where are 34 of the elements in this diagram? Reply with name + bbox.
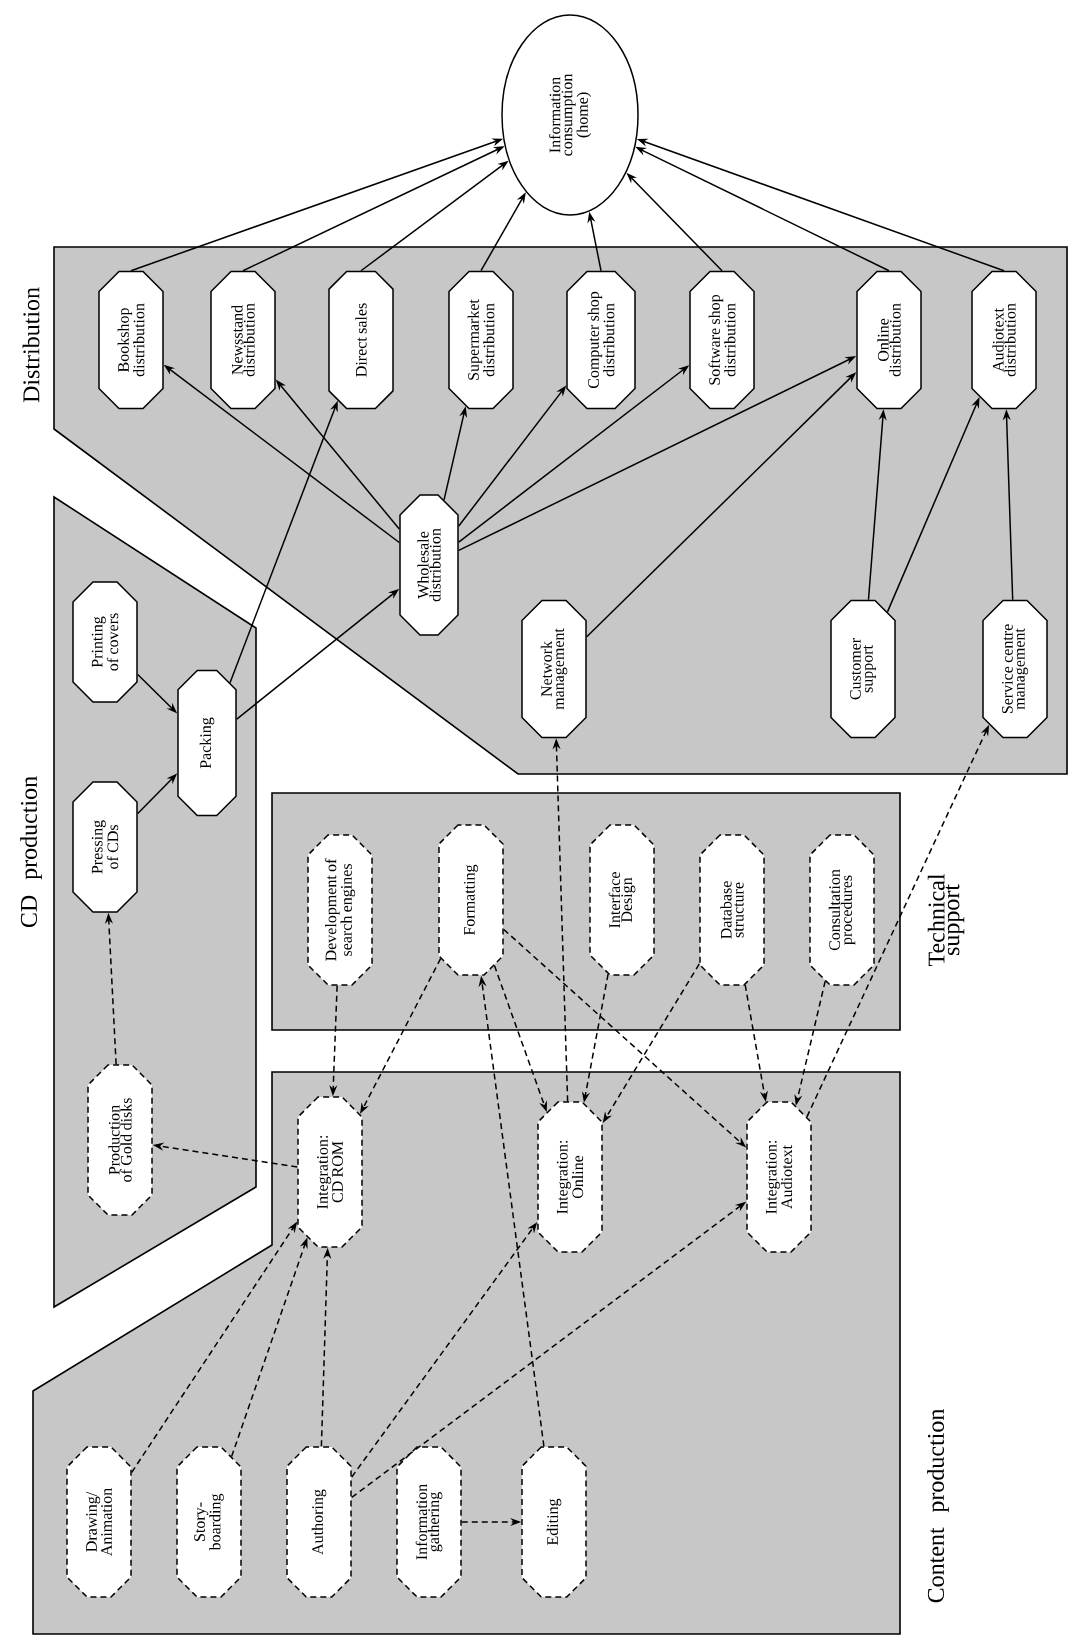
process-box: Service centre management [982, 599, 1048, 739]
process-box: Network management [521, 599, 587, 739]
process-box: Computer shop distribution [566, 270, 636, 410]
process-box: Packing [177, 669, 237, 817]
process-box: Customer support [830, 599, 896, 739]
process-box: Newsstand distribution [210, 270, 276, 410]
process-box: Pressing of CDs [72, 781, 138, 913]
process-box: Consultation procedures [809, 834, 875, 986]
process-box: Interface Design [589, 824, 655, 976]
process-box: Online distribution [856, 270, 922, 410]
process-box: Direct sales [328, 270, 394, 410]
process-box: Supermarket distribution [448, 270, 514, 410]
process-box: Production of Gold disks [87, 1064, 153, 1216]
process-box: Drawing/ Animation [66, 1446, 132, 1598]
node-label: Distribution [22, 287, 40, 403]
process-box: Development of search engines [307, 834, 373, 986]
process-box: Software shop distribution [689, 270, 755, 410]
process-box: Formatting [438, 824, 504, 976]
process-box: Audiotext distribution [971, 270, 1037, 410]
process-box: Authoring [286, 1446, 352, 1598]
process-box: Database structure [699, 834, 765, 986]
process-box: Integration: CD ROM [297, 1096, 363, 1248]
process-box: Editing [521, 1446, 587, 1598]
process-box: Integration: Audiotext [746, 1101, 812, 1253]
process-box: Information gathering [396, 1446, 462, 1598]
process-box: Printing of covers [72, 581, 138, 703]
process-box: Wholesale distribution [399, 494, 459, 636]
process-box: Bookshop distribution [98, 270, 164, 410]
ellipse-node: Information consumption (home) [501, 14, 639, 216]
process-box: Story-boarding [176, 1446, 242, 1598]
node-label: Content production [927, 1408, 949, 1603]
process-box: Integration: Online [537, 1101, 603, 1253]
node-label: CD production [20, 776, 42, 928]
node-label: Technical support [927, 873, 965, 967]
